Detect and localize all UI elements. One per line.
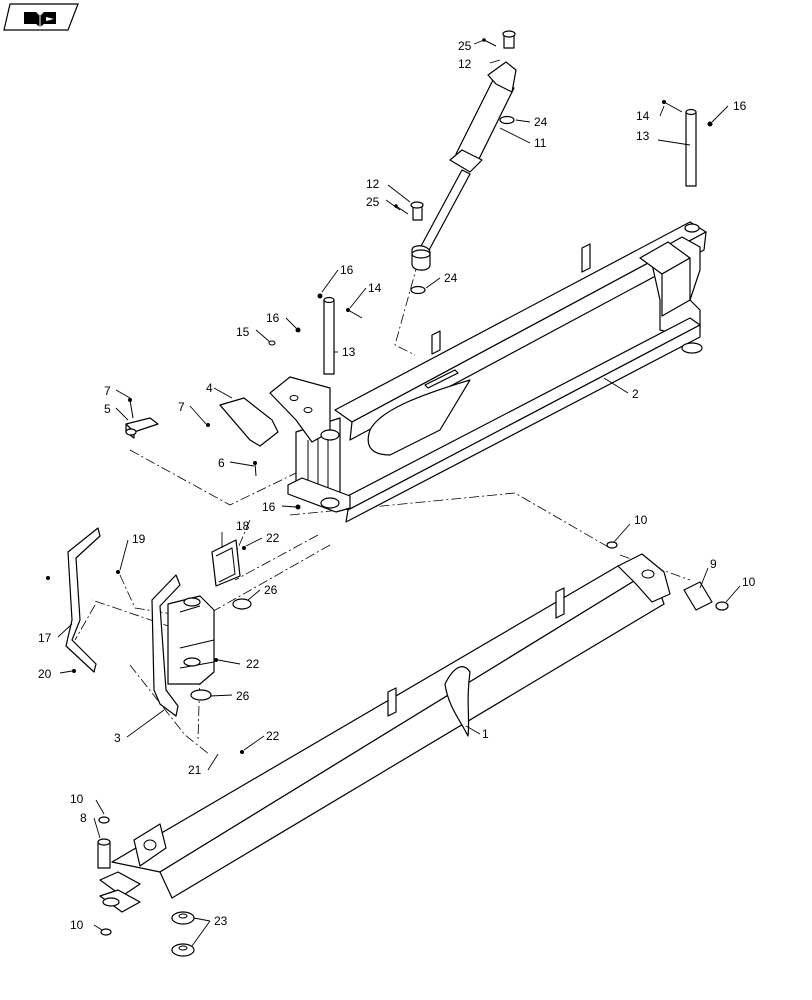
open-book-icon: [24, 12, 56, 27]
bushing-9: [100, 541, 729, 936]
callout-18[interactable]: 18: [236, 519, 250, 533]
callout-13[interactable]: 13: [636, 129, 650, 143]
strap-17: [65, 527, 101, 673]
pin-12-upper: [502, 30, 516, 49]
callout-22[interactable]: 22: [266, 531, 280, 545]
washer-24-lower: [410, 285, 426, 295]
callout-10[interactable]: 10: [634, 513, 648, 527]
callout-2[interactable]: 2: [632, 387, 639, 401]
pin-13-lower: [323, 296, 335, 375]
callout-labels: 25 12 24 11 14 16 13 12 25 24 16 14 16 1…: [38, 39, 756, 932]
callout-1[interactable]: 1: [482, 727, 489, 741]
callout-10[interactable]: 10: [70, 792, 84, 806]
washers-23: [171, 911, 195, 957]
pin-12-lower: [410, 201, 424, 221]
callout-10[interactable]: 10: [70, 918, 84, 932]
main-beam: [99, 553, 671, 913]
pin-13-upper: [685, 108, 697, 187]
bracket-3: [151, 574, 215, 717]
callout-23[interactable]: 23: [214, 914, 228, 928]
bracket-5: [125, 417, 159, 439]
callout-16[interactable]: 16: [733, 99, 747, 113]
callout-24[interactable]: 24: [534, 115, 548, 129]
callout-15[interactable]: 15: [236, 325, 250, 339]
callout-12[interactable]: 12: [458, 57, 472, 71]
callout-9[interactable]: 9: [710, 557, 717, 571]
callout-20[interactable]: 20: [38, 667, 52, 681]
callout-6[interactable]: 6: [218, 456, 225, 470]
washer-24-upper: [499, 115, 515, 125]
upper-frame: [269, 221, 707, 523]
callout-24[interactable]: 24: [444, 271, 458, 285]
callout-7[interactable]: 7: [178, 400, 185, 414]
callout-19[interactable]: 19: [132, 532, 146, 546]
callout-26[interactable]: 26: [236, 689, 250, 703]
callout-7[interactable]: 7: [104, 384, 111, 398]
callout-4[interactable]: 4: [206, 381, 213, 395]
callout-11[interactable]: 11: [534, 136, 547, 150]
pin-8: [97, 816, 111, 869]
callout-12[interactable]: 12: [366, 177, 380, 191]
callout-14[interactable]: 14: [368, 281, 382, 295]
callout-22[interactable]: 22: [246, 657, 260, 671]
bracket-4: [219, 397, 279, 447]
navigation-button[interactable]: [3, 3, 79, 31]
callout-16[interactable]: 16: [262, 500, 276, 514]
callout-21[interactable]: 21: [188, 763, 202, 777]
callout-17[interactable]: 17: [38, 631, 52, 645]
callout-16[interactable]: 16: [340, 263, 354, 277]
callout-25[interactable]: 25: [366, 195, 380, 209]
washer-26-upper: [232, 598, 252, 610]
callout-3[interactable]: 3: [114, 731, 121, 745]
clip-18: [211, 539, 241, 587]
callout-5[interactable]: 5: [104, 402, 111, 416]
callout-25[interactable]: 25: [458, 39, 472, 53]
callout-13[interactable]: 13: [342, 345, 356, 359]
callout-16[interactable]: 16: [266, 311, 280, 325]
callout-14[interactable]: 14: [636, 109, 650, 123]
callout-26[interactable]: 26: [264, 583, 278, 597]
callout-10[interactable]: 10: [742, 575, 756, 589]
leader-lines: [57, 39, 741, 947]
callout-22[interactable]: 22: [266, 729, 280, 743]
washer-26-lower: [190, 689, 212, 701]
callout-8[interactable]: 8: [80, 811, 87, 825]
hydraulic-cylinder: [411, 61, 517, 271]
